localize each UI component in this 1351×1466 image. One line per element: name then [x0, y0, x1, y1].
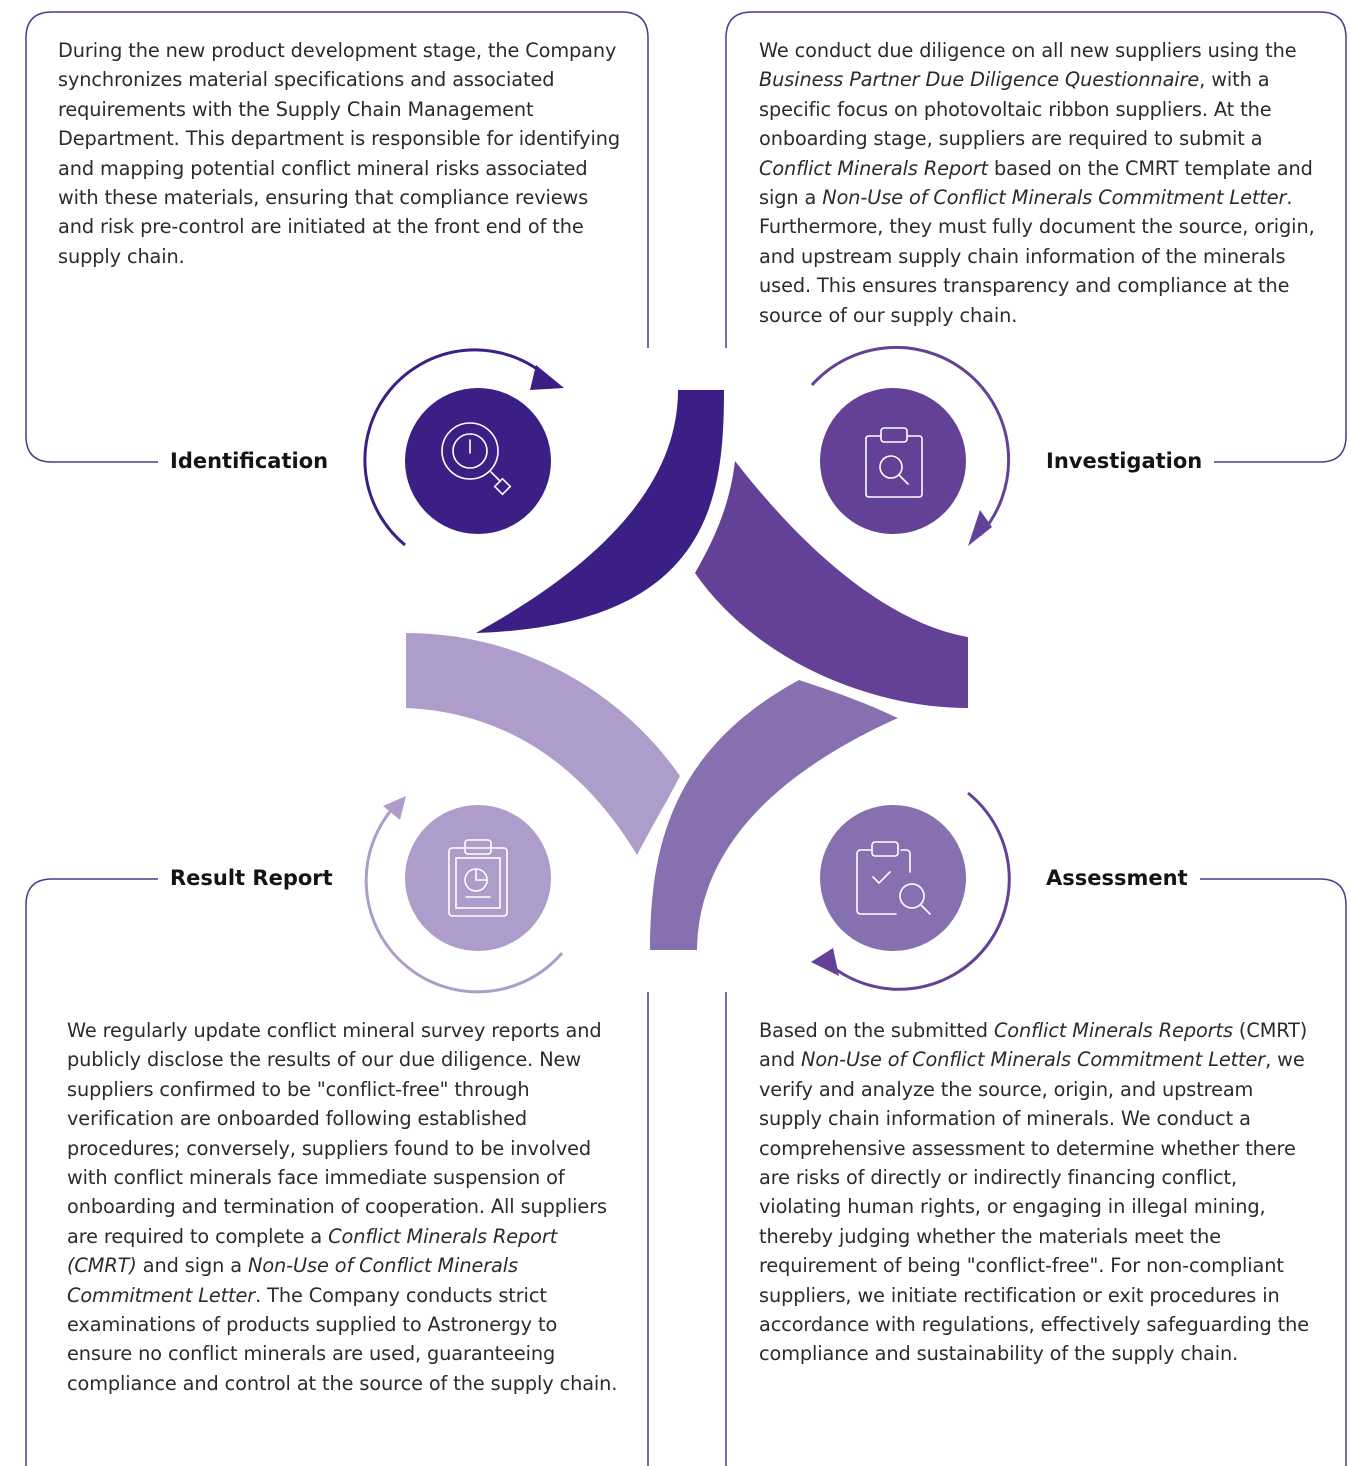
orbit-arrow-result-report [364, 807, 564, 994]
card-border-investigation [725, 11, 1347, 463]
investigation-description: We conduct due diligence on all new supp… [759, 39, 1315, 327]
band-investigation [695, 461, 968, 708]
circle-assessment [820, 805, 966, 951]
orbit-arrow-investigation [810, 345, 1011, 536]
stage-label-assessment: Assessment [1034, 865, 1200, 891]
stage-label-result-report: Result Report [158, 865, 345, 891]
circle-result-report [405, 805, 551, 951]
band-identification [476, 390, 724, 633]
result-report-description: We regularly update conflict mineral sur… [67, 1019, 618, 1395]
arrowhead-result-report [383, 796, 406, 820]
stage-label-investigation: Investigation [1034, 448, 1215, 474]
orbit-arrow-assessment [829, 791, 1011, 991]
clipboard-check-search-icon [856, 841, 931, 915]
arrowhead-investigation [968, 510, 992, 546]
arrowhead-assessment [811, 948, 839, 976]
card-border-identification [25, 11, 649, 463]
circle-identification [405, 388, 551, 534]
magnifier-target-icon [441, 422, 512, 496]
band-assessment [650, 680, 898, 950]
card-border-assessment [725, 878, 1347, 1466]
band-result-report [406, 633, 680, 855]
card-border-result-report [25, 878, 649, 1466]
assessment-description: Based on the submitted Conflict Minerals… [759, 1019, 1310, 1366]
orbit-arrow-identification [363, 348, 546, 547]
arrowhead-identification [530, 365, 564, 390]
clipboard-search-icon [865, 427, 923, 498]
circle-investigation [820, 388, 966, 534]
identification-description: During the new product development stage… [58, 39, 620, 268]
stage-label-identification: Identification [158, 448, 341, 474]
report-chart-icon [448, 839, 508, 917]
